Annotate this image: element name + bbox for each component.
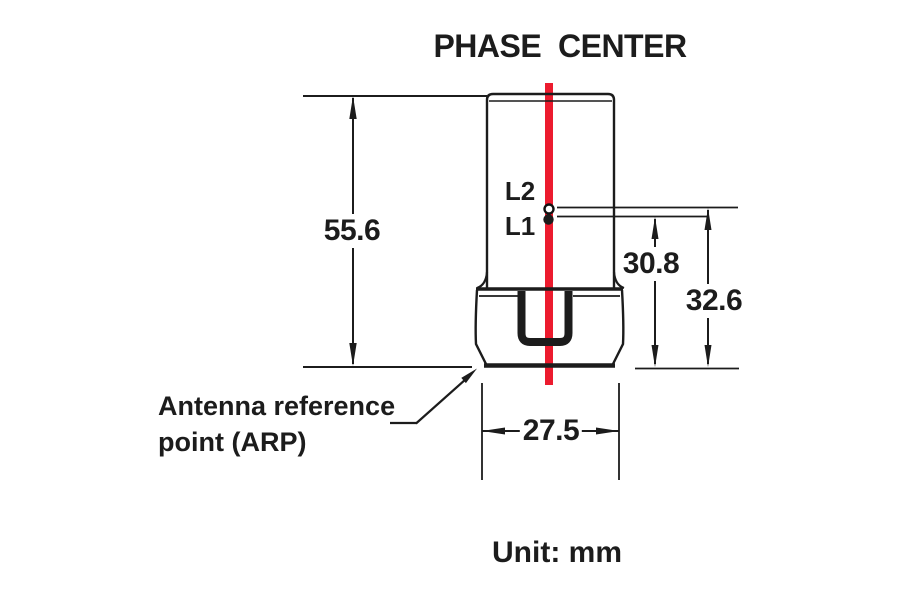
- base-side-left: [474, 289, 488, 365]
- arrowhead-left-icon: [482, 427, 505, 435]
- diagram-title: PHASE CENTER: [433, 28, 687, 64]
- arrowhead-right-icon: [596, 427, 619, 435]
- dimension-30-8: [651, 217, 659, 367]
- flare-left: [476, 271, 489, 290]
- arrowhead-down-icon: [704, 345, 712, 367]
- arrowhead-up-icon: [704, 208, 712, 230]
- connector-recess: [517, 291, 573, 346]
- dim-label-body-width: 27.5: [519, 414, 583, 448]
- arrowhead-up-icon: [651, 217, 659, 239]
- leader-diagonal: [415, 378, 467, 425]
- dim-label-overall-height: 55.6: [320, 214, 384, 248]
- arp-annotation-line1: Antenna reference: [158, 391, 396, 421]
- arrowhead-down-icon: [349, 343, 357, 366]
- l2-phase-center-point: [543, 203, 555, 215]
- l1-phase-center-point: [543, 214, 554, 225]
- unit-label: Unit: mm: [492, 536, 622, 569]
- antenna-body-outline: [474, 92, 625, 368]
- dim-label-l2-height: 32.6: [682, 284, 746, 318]
- l2-label: L2: [504, 176, 536, 206]
- dim-label-l1-height: 30.8: [619, 247, 683, 281]
- base-side-right: [611, 289, 625, 365]
- antenna-radome: [485, 92, 616, 288]
- arp-leader: [390, 368, 477, 425]
- arrowhead-up-icon: [349, 96, 357, 119]
- arp-annotation: Antenna reference point (ARP): [158, 388, 395, 460]
- arrowhead-down-icon: [651, 345, 659, 367]
- arp-annotation-line2: point (ARP): [158, 427, 307, 457]
- arrowhead-leader-icon: [461, 368, 477, 384]
- l1-label: L1: [504, 211, 536, 241]
